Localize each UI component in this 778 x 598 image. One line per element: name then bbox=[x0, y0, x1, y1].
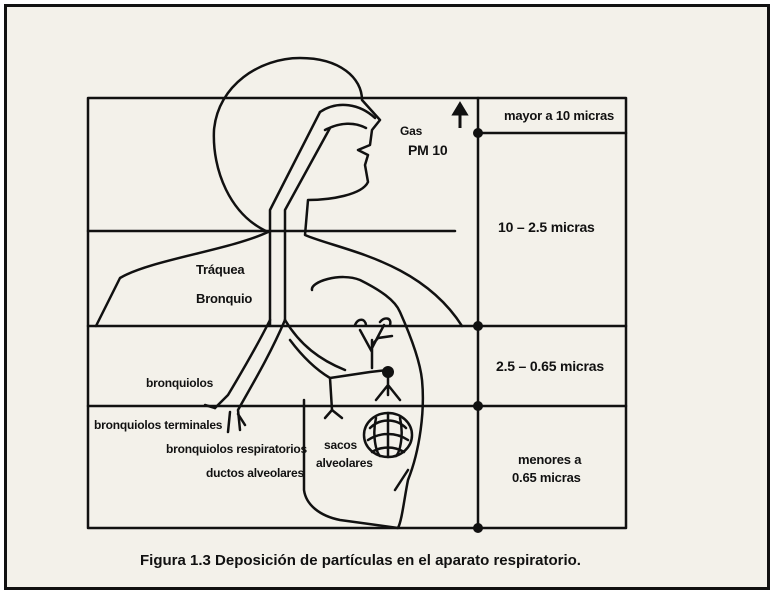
band-label-1: mayor a 10 micras bbox=[504, 108, 614, 123]
band-label-4b: 0.65 micras bbox=[512, 470, 581, 485]
bronchiole-leaf-1 bbox=[355, 320, 366, 325]
figure-caption: Figura 1.3 Deposición de partículas en e… bbox=[140, 552, 581, 569]
label-bronchus: Bronquio bbox=[196, 291, 252, 306]
trachea-right bbox=[285, 128, 330, 320]
right-bronchiole bbox=[330, 370, 388, 378]
junction-dot-4 bbox=[473, 523, 483, 533]
label-alveolar-ducts: ductos alveolares bbox=[206, 466, 304, 480]
label-alveolar-sacs-1: sacos bbox=[324, 438, 357, 452]
label-pm10: PM 10 bbox=[408, 142, 447, 158]
lung-outline bbox=[304, 277, 423, 528]
label-respiratory-bronchioles: bronquiolos respiratorios bbox=[166, 442, 307, 456]
trachea-left bbox=[270, 112, 320, 325]
left-bronchus-outer bbox=[215, 320, 270, 408]
up-arrow-icon bbox=[454, 104, 466, 128]
label-alveolar-sacs-2: alveolares bbox=[316, 456, 373, 470]
bronchiole-tree bbox=[360, 325, 392, 368]
alveolar-sac-texture bbox=[368, 413, 408, 457]
band-label-4a: menores a bbox=[518, 452, 581, 467]
nasal-passage-bottom bbox=[325, 124, 366, 130]
band-label-2: 10 – 2.5 micras bbox=[498, 219, 595, 235]
band-label-3: 2.5 – 0.65 micras bbox=[496, 358, 604, 374]
label-bronchioles: bronquiolos bbox=[146, 376, 213, 390]
label-trachea: Tráquea bbox=[196, 262, 244, 277]
right-bronchiole-tips bbox=[325, 410, 342, 418]
bronchiole-leaf-2 bbox=[380, 318, 390, 325]
junction-dot-2 bbox=[473, 321, 483, 331]
junction-dot-3 bbox=[473, 401, 483, 411]
label-gas: Gas bbox=[400, 124, 422, 138]
shoulder-outline bbox=[96, 232, 268, 326]
junction-dot-1 bbox=[473, 128, 483, 138]
alveolar-duct bbox=[376, 375, 400, 400]
label-terminal-bronchioles: bronquiolos terminales bbox=[94, 418, 222, 432]
bronchiole-node bbox=[382, 366, 394, 378]
